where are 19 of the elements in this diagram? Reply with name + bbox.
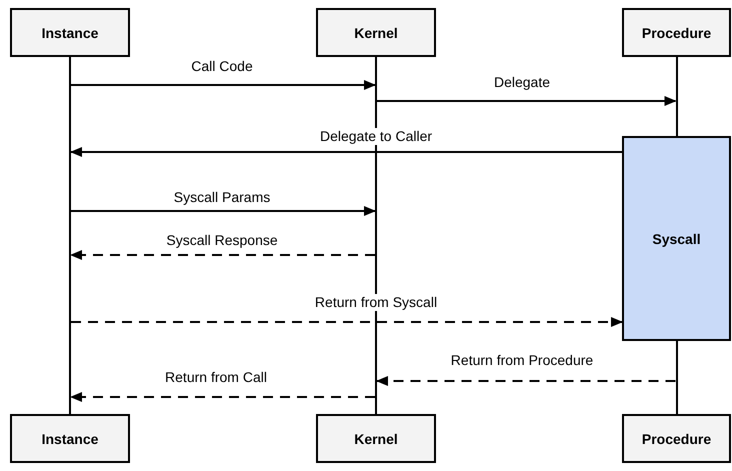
participant-box: Kernel [316,414,436,463]
message-arrow [71,317,623,327]
lifeline [69,57,71,414]
message-arrow [70,392,375,402]
lifeline [375,57,377,414]
message-arrow [71,80,376,90]
participant-box: Instance [10,414,130,463]
participant-box: Instance [10,8,130,57]
message-arrow [71,206,376,216]
lifeline [676,341,678,414]
activation-box: Syscall [622,136,731,341]
participant-box: Procedure [622,414,731,463]
lifeline [676,57,678,136]
message-arrow [70,250,375,260]
participant-box: Procedure [622,8,731,57]
message-arrow [70,147,622,157]
participant-box: Kernel [316,8,436,57]
message-arrow [377,96,676,106]
message-arrow [376,376,676,386]
